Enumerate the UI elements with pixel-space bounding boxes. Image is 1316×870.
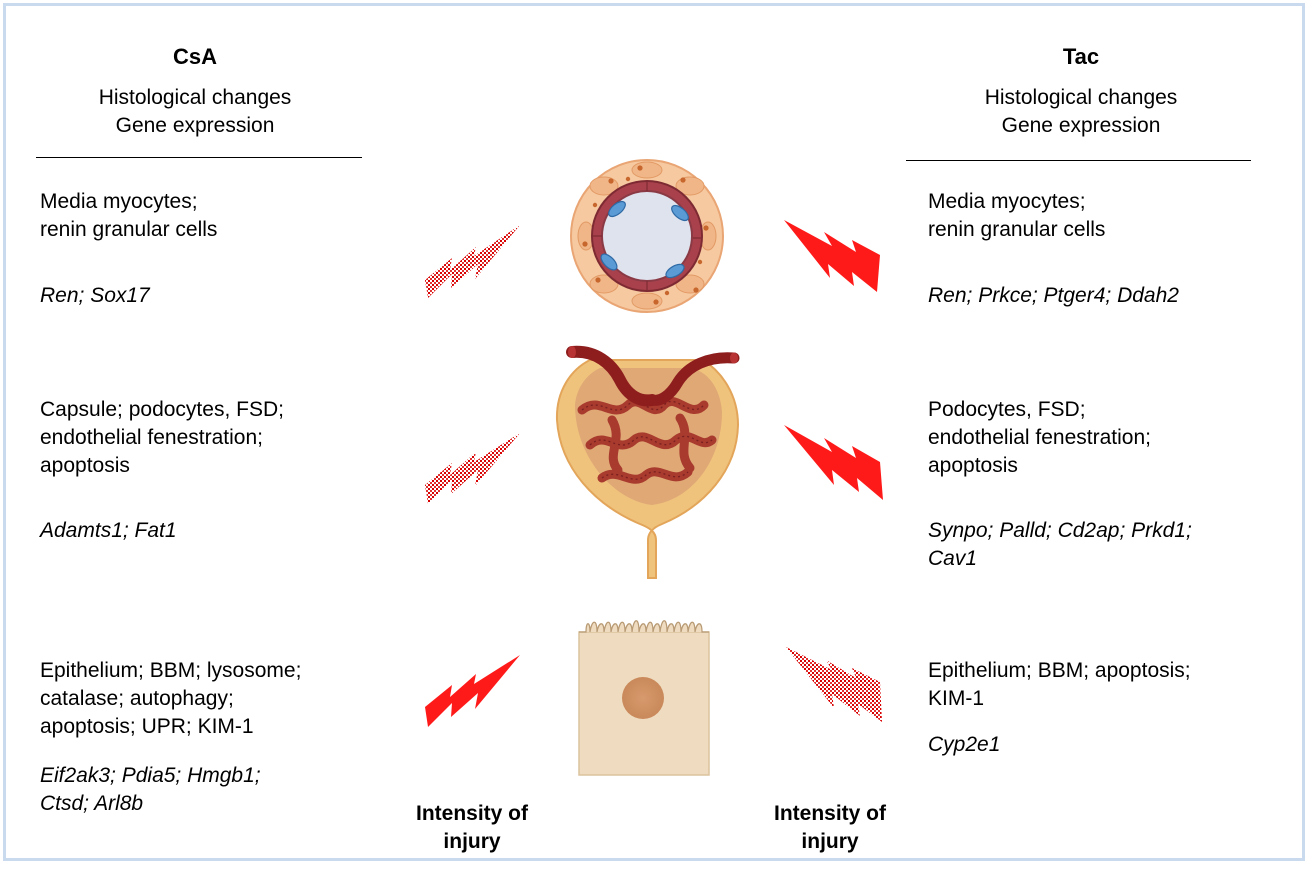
tubular-epithelial-cell-icon (579, 621, 709, 775)
right-bolt-vessel (784, 220, 880, 292)
right-bolt-glomerulus (784, 425, 883, 500)
glomerulus-icon (557, 346, 738, 578)
right-bolt-tubule (786, 647, 882, 722)
left-bolt-vessel (425, 225, 520, 298)
arteriole-cross-section-icon (571, 160, 723, 312)
left-bolt-tubule (425, 655, 520, 727)
left-bolt-glomerulus (425, 433, 520, 504)
